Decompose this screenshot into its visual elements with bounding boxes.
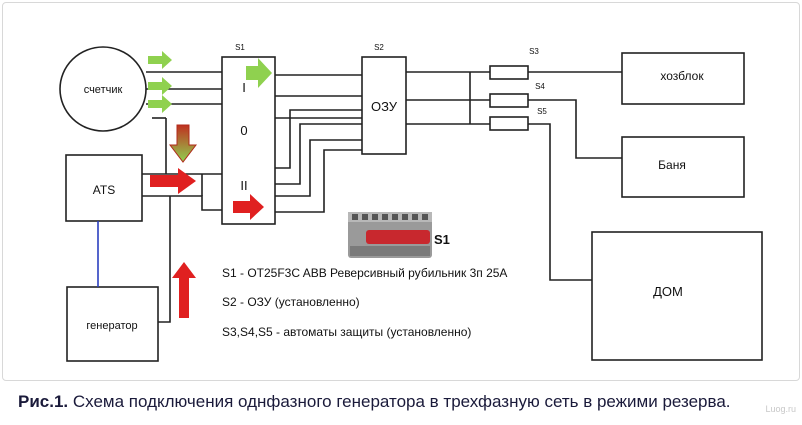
arrow-green-3-icon bbox=[148, 95, 172, 113]
s1-out-4 bbox=[275, 109, 362, 169]
s4-out bbox=[528, 99, 622, 159]
generator-box bbox=[66, 286, 159, 362]
load-shed-label: хозблок bbox=[660, 69, 704, 83]
s1-label: S1 bbox=[235, 43, 245, 52]
load-bath-box bbox=[621, 136, 745, 198]
watermark: Luog.ru bbox=[765, 404, 796, 414]
s5-label: S5 bbox=[537, 107, 547, 116]
figure-caption: Рис.1. Схема подключения однфазного гене… bbox=[18, 392, 798, 412]
arrow-down-icon bbox=[168, 124, 198, 163]
s5-breaker bbox=[489, 116, 529, 131]
arrow-green-1-icon bbox=[148, 51, 172, 69]
arrow-green-2-icon bbox=[148, 77, 172, 95]
load-bath-label: Баня bbox=[658, 158, 686, 172]
s1-position-0: 0 bbox=[240, 123, 247, 138]
switch-photo-terminal-5 bbox=[392, 214, 398, 220]
switch-photo-terminal-4 bbox=[382, 214, 388, 220]
s1-switch bbox=[221, 56, 276, 225]
switch-photo-label: S1 bbox=[434, 232, 450, 247]
arrow-red-switch-icon bbox=[233, 194, 264, 220]
generator-ats-wire bbox=[158, 196, 171, 323]
s1-out-6 bbox=[275, 139, 362, 197]
ozu-label: ОЗУ bbox=[371, 99, 398, 114]
load-house-box bbox=[591, 231, 763, 361]
note-s2: S2 - ОЗУ (установленно) bbox=[222, 295, 360, 309]
s2-ozu bbox=[361, 56, 407, 155]
s3-label: S3 bbox=[529, 47, 539, 56]
load-shed-box bbox=[621, 52, 745, 105]
s1-position-2: II bbox=[240, 178, 247, 193]
s2-label: S2 bbox=[374, 43, 384, 52]
switch-photo-terminal-6 bbox=[402, 214, 408, 220]
caption-text: Схема подключения однфазного генератора … bbox=[68, 392, 731, 411]
switch-photo-base bbox=[350, 246, 430, 256]
meter-label: счетчик bbox=[84, 84, 123, 96]
note-s3-s5: S3,S4,S5 - автоматы защиты (установленно… bbox=[222, 325, 471, 339]
ats-wire-bottom bbox=[142, 195, 222, 211]
arrow-red-ats-icon bbox=[150, 168, 196, 194]
wiring-diagram: счетчик ATS генератор S1 I 0 II S2 ОЗУ S… bbox=[59, 43, 763, 362]
switch-photo-top bbox=[348, 212, 432, 222]
s1-out-5 bbox=[275, 123, 362, 185]
s1-out-7 bbox=[275, 149, 362, 213]
switch-photo-terminal-3 bbox=[372, 214, 378, 220]
s5-out bbox=[528, 123, 592, 281]
load-house-label: ДОМ bbox=[653, 284, 683, 299]
switch-photo-terminal-2 bbox=[362, 214, 368, 220]
s1-position-1: I bbox=[242, 80, 246, 95]
s4-label: S4 bbox=[535, 82, 545, 91]
switch-photo-terminal-1 bbox=[352, 214, 358, 220]
note-s1: S1 - OT25F3C ABB Реверсивный рубильник 3… bbox=[222, 266, 507, 280]
switch-photo-terminal-8 bbox=[422, 214, 428, 220]
s3-breaker bbox=[489, 65, 529, 80]
ats-box bbox=[65, 154, 143, 222]
ats-label: ATS bbox=[93, 183, 115, 197]
generator-label: генератор bbox=[86, 320, 137, 332]
switch-photo-handle bbox=[366, 230, 430, 244]
switch-photo-terminal-7 bbox=[412, 214, 418, 220]
arrow-red-up-icon bbox=[172, 262, 196, 318]
arrow-green-switch-icon bbox=[246, 58, 272, 88]
switch-photo bbox=[348, 212, 432, 258]
caption-prefix: Рис.1. bbox=[18, 392, 69, 411]
s4-breaker bbox=[489, 93, 529, 108]
